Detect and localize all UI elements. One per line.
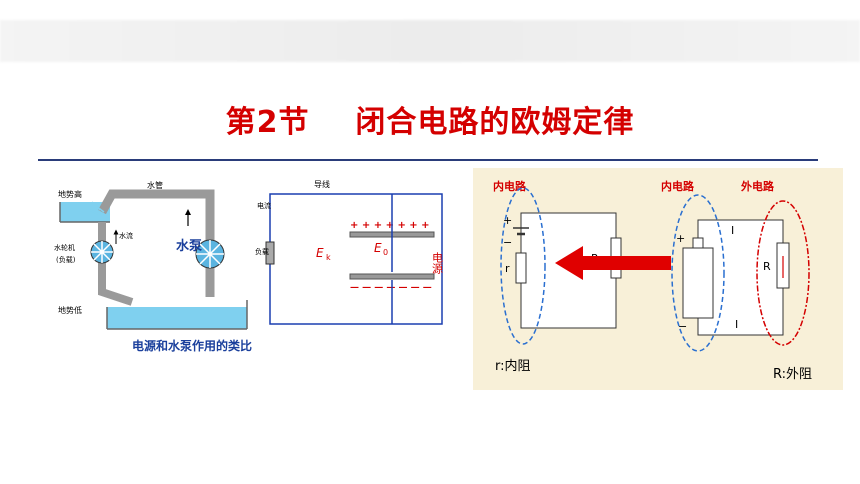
pump-analogy-figure: 地势高 水管 水轮机 (负载) 水流 水泵 地势低 导线 电流 负载 <box>52 172 452 360</box>
R-caption: R:外阻 <box>773 367 812 382</box>
lower-water-tank <box>107 307 247 329</box>
label-I-top: I <box>731 224 734 237</box>
load-resistor <box>265 241 275 265</box>
inner-outer-circuit-svg: 内电路 内电路 外电路 + − r R + − R I I r:内阻 R:外阻 <box>493 179 812 382</box>
left-inner-ellipse <box>500 187 546 345</box>
pump-analogy-svg: 地势高 水管 水轮机 (负载) 水流 水泵 地势低 导线 电流 负载 <box>54 179 444 353</box>
label-inner-circuit-right: 内电路 <box>661 179 695 193</box>
battery-terminal <box>692 237 704 249</box>
big-red-arrow <box>555 246 671 280</box>
label-wire: 导线 <box>314 179 330 189</box>
negative-plate <box>349 273 435 280</box>
label-load: (负载) <box>56 255 76 264</box>
right-plus-sign: + <box>676 232 685 245</box>
label-low-level: 地势低 <box>58 305 82 315</box>
label-water-flow: 水流 <box>119 231 133 240</box>
label-outer-circuit: 外电路 <box>740 179 775 193</box>
label-r-small: r <box>505 262 510 275</box>
label-turbine: 水轮机 <box>54 243 75 252</box>
minus-charges: — — — — — — — <box>350 283 432 293</box>
label-current: 电流 <box>257 201 271 210</box>
left-plus-sign: + <box>503 214 512 227</box>
label-water-pipe: 水管 <box>147 180 163 190</box>
label-inner-circuit-left: 内电路 <box>493 179 527 193</box>
battery-body <box>682 247 714 319</box>
label-load-resistor: 负载 <box>255 247 269 256</box>
r-caption: r:内阻 <box>495 358 531 374</box>
inner-outer-circuit-figure: 内电路 内电路 外电路 + − r R + − R I I r:内阻 R:外阻 <box>473 168 843 390</box>
outer-ellipse <box>756 200 810 346</box>
plus-charges: + + + + + + + <box>350 220 430 231</box>
label-e0: E <box>374 241 382 255</box>
circuit-loop <box>269 193 443 325</box>
right-minus-sign: − <box>678 320 687 333</box>
label-pump: 水泵 <box>176 238 202 254</box>
header-band <box>0 20 860 62</box>
label-high-level: 地势高 <box>58 189 82 199</box>
label-I-bottom: I <box>735 318 738 331</box>
label-e0-sub: 0 <box>383 248 388 257</box>
figure-caption: 电源和水泵作用的类比 <box>132 338 252 353</box>
slide-title: 第2节 闭合电路的欧姆定律 <box>225 105 635 140</box>
label-R-right: R <box>763 260 771 273</box>
left-minus-sign: − <box>503 236 512 249</box>
label-ek-sub: k <box>326 253 331 262</box>
label-source: 电源 <box>431 252 444 275</box>
label-ek: E <box>316 246 324 260</box>
left-internal-resistor <box>515 252 527 284</box>
right-inner-ellipse <box>671 194 725 352</box>
title-divider <box>38 159 818 161</box>
